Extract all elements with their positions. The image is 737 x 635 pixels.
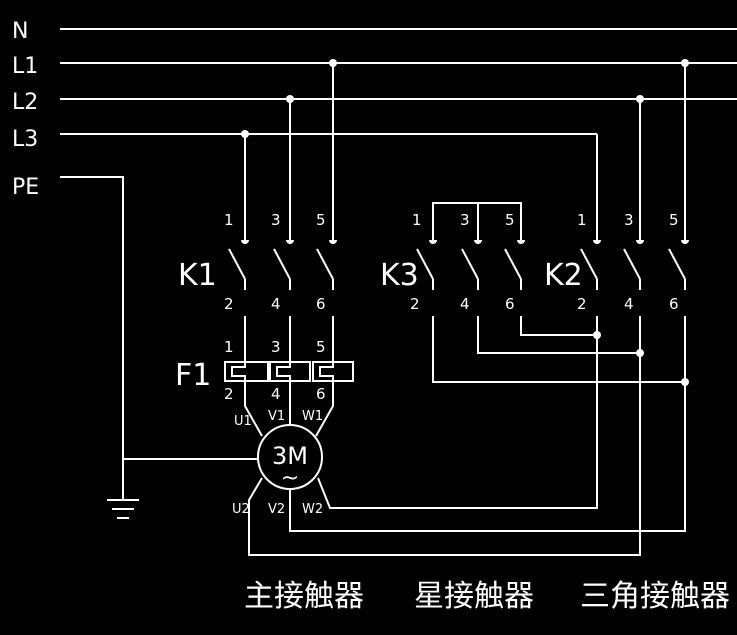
terminal-label: W2 [302, 502, 323, 517]
wire-u1 [244, 381, 263, 437]
contactor-k2 [580, 240, 689, 382]
terminal-label: 6 [505, 295, 515, 313]
terminal-label: 2 [410, 295, 420, 313]
terminal-label: 1 [412, 211, 422, 229]
contactor-label-k3: K3 [380, 258, 419, 293]
bus-label-pe: PE [12, 175, 39, 200]
terminal-label: U1 [234, 414, 252, 429]
terminal-label: 4 [624, 295, 634, 313]
ground-icon [107, 499, 139, 519]
terminal-label: 5 [316, 211, 326, 229]
terminal-label: 6 [316, 295, 326, 313]
caption-delta-contactor: 三角接触器 [580, 579, 730, 614]
bus-label-l2: L2 [12, 90, 38, 115]
terminal-label: 3 [271, 338, 281, 356]
contactor-k1 [228, 240, 337, 362]
junction-dot [593, 331, 601, 339]
wire-u2 [248, 353, 641, 556]
junction-dot [286, 95, 294, 103]
terminal-label: 5 [505, 211, 515, 229]
terminal-label: 4 [271, 385, 281, 403]
bus-label-n: N [12, 19, 28, 44]
bus-label-l3: L3 [12, 127, 38, 152]
terminal-label: 1 [224, 338, 234, 356]
terminal-label: 1 [577, 211, 587, 229]
relay-label-f1: F1 [175, 358, 211, 393]
terminal-label: 5 [316, 338, 326, 356]
motor-label: 3M [272, 442, 308, 470]
terminal-label: 3 [460, 211, 470, 229]
terminal-label: V1 [268, 409, 285, 424]
terminal-label: W1 [302, 409, 323, 424]
terminal-label: U2 [232, 502, 250, 517]
wire-w1 [315, 381, 334, 437]
terminal-label: 2 [224, 295, 234, 313]
wire-v2 [289, 382, 686, 532]
contactor-label-k1: K1 [178, 258, 217, 293]
bus-label-l1: L1 [12, 54, 38, 79]
terminal-label: 6 [669, 295, 679, 313]
terminal-label: 3 [624, 211, 634, 229]
wire-w2 [317, 335, 598, 509]
motor-ac-symbol: ~ [281, 466, 299, 491]
junction-dot [681, 59, 689, 67]
junction-dot [681, 378, 689, 386]
terminal-label: 2 [577, 295, 587, 313]
thermal-relay-f1 [224, 361, 354, 382]
terminal-label: 2 [224, 385, 234, 403]
caption-main-contactor: 主接触器 [244, 579, 364, 614]
junction-dot [636, 95, 644, 103]
caption-star-contactor: 星接触器 [414, 579, 534, 614]
junction-dot [329, 59, 337, 67]
bus-pe [60, 176, 124, 500]
terminal-label: V2 [268, 502, 285, 517]
terminal-label: 6 [316, 385, 326, 403]
terminal-label: 4 [271, 295, 281, 313]
terminal-label: 3 [271, 211, 281, 229]
terminal-label: 5 [669, 211, 679, 229]
junction-dot [241, 130, 249, 138]
junction-dot [636, 349, 644, 357]
contactor-k3 [416, 202, 685, 383]
contactor-label-k2: K2 [544, 258, 583, 293]
terminal-label: 1 [224, 211, 234, 229]
terminal-label: 4 [460, 295, 470, 313]
